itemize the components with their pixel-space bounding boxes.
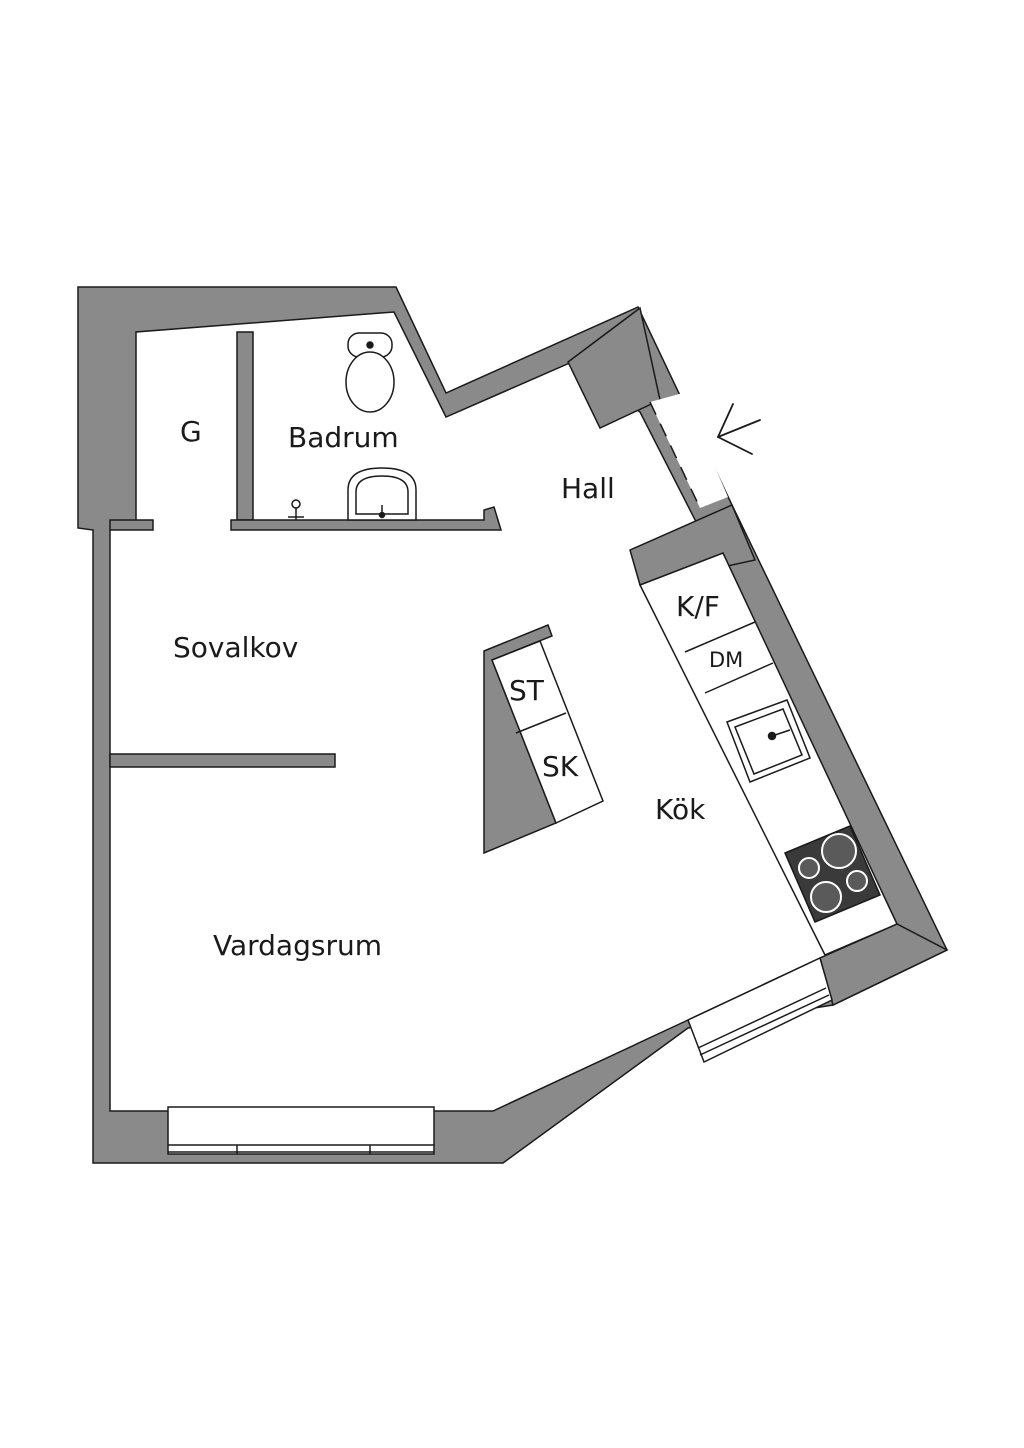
island-cabinets bbox=[491, 640, 604, 825]
shower-icon bbox=[288, 499, 304, 520]
room-label-kok: Kök bbox=[655, 793, 706, 826]
fixture-label-kf: K/F bbox=[676, 590, 720, 623]
entrance-arrow-icon bbox=[717, 403, 761, 455]
room-label-sovalkov: Sovalkov bbox=[173, 631, 298, 664]
washbasin-icon bbox=[347, 467, 417, 521]
room-label-badrum: Badrum bbox=[288, 421, 399, 454]
room-label-vardagsrum: Vardagsrum bbox=[213, 929, 382, 962]
room-label-hall: Hall bbox=[561, 472, 615, 505]
sink-icon bbox=[726, 699, 811, 783]
room-label-g: G bbox=[180, 415, 202, 448]
wall-sovalkov bbox=[109, 753, 336, 768]
stove-icon bbox=[784, 825, 881, 923]
wall-g-badrum bbox=[236, 331, 254, 521]
wall-badrum-bottom bbox=[230, 506, 503, 531]
fixture-label-sk: SK bbox=[542, 750, 579, 783]
window-living-room bbox=[167, 1106, 435, 1155]
entrance-door bbox=[649, 393, 728, 509]
toilet-icon bbox=[345, 332, 395, 413]
fixture-label-st: ST bbox=[509, 674, 545, 707]
window-kitchen bbox=[687, 956, 833, 1064]
wall-closet-bottom-left bbox=[109, 519, 154, 531]
fixture-label-dm: DM bbox=[709, 648, 743, 672]
